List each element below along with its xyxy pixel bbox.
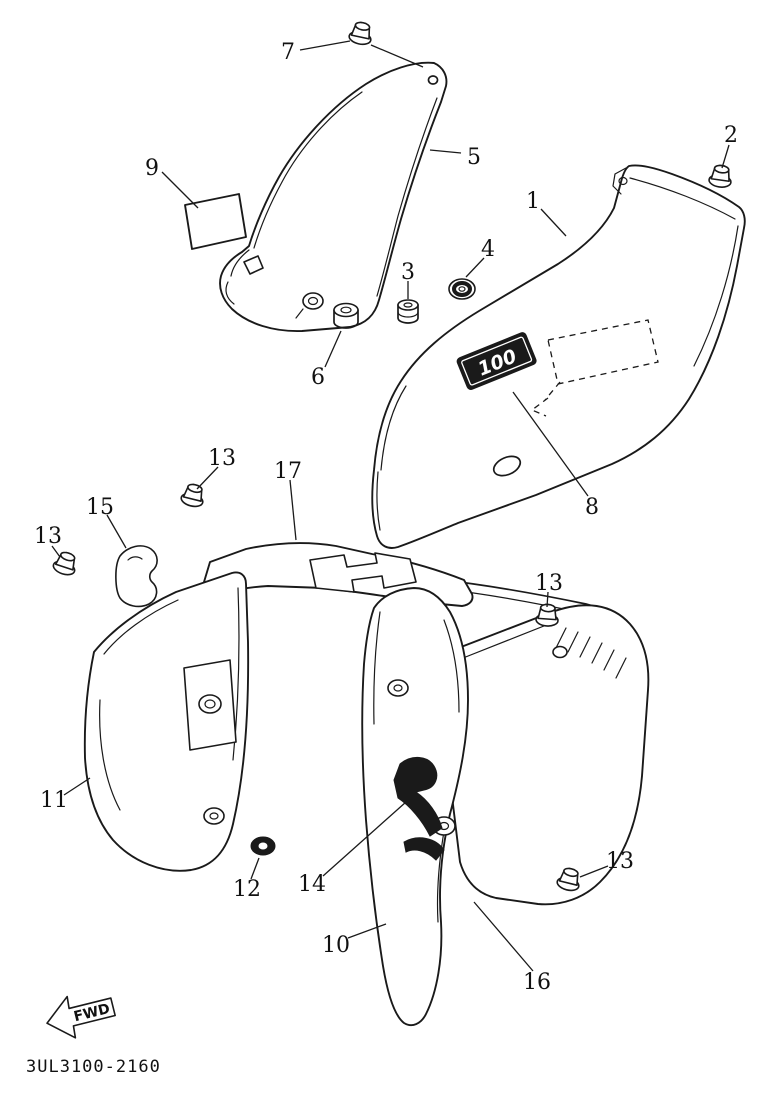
- shroud-vent-slats: [555, 627, 627, 679]
- bolt-13-top: [179, 481, 208, 510]
- callout-13-bottom: 13: [606, 849, 634, 874]
- emblem-100: 100: [456, 332, 537, 390]
- callout-14: 14: [298, 872, 326, 897]
- callout-3: 3: [401, 260, 415, 285]
- bolt-13-left: [50, 548, 81, 578]
- callout-11: 11: [40, 788, 68, 813]
- collar-3: [397, 299, 419, 324]
- part-left-shroud-11: [83, 571, 250, 872]
- callout-13-left: 13: [34, 524, 62, 549]
- panel5-mount-boss: [302, 292, 324, 310]
- diagram-code: 3UL3100-2160: [26, 1057, 161, 1077]
- callout-13-right: 13: [535, 571, 563, 596]
- callout-6: 6: [311, 365, 325, 390]
- callout-2: 2: [724, 123, 738, 148]
- panel5-bracket: [243, 255, 264, 275]
- panel5-tab-hole: [427, 75, 439, 85]
- bolt-7: [347, 19, 375, 47]
- callout-17: 17: [274, 459, 302, 484]
- callout-4: 4: [481, 237, 495, 262]
- callout-10: 10: [322, 933, 350, 958]
- callout-9: 9: [145, 156, 159, 181]
- part-inner-panel-5: [219, 61, 448, 332]
- callout-8: 8: [585, 495, 599, 520]
- callout-1: 1: [526, 189, 540, 214]
- callout-13-top: 13: [208, 446, 236, 471]
- callout-5: 5: [467, 145, 481, 170]
- part-center-shroud-10: [361, 587, 469, 1027]
- callout-7: 7: [281, 40, 295, 65]
- grommet-4: [448, 278, 476, 300]
- shroud10-upper-boss: [387, 679, 409, 697]
- bolt-2: [707, 163, 734, 190]
- top-cover-vent-cutout: [309, 552, 417, 593]
- callout-16: 16: [523, 970, 551, 995]
- panel1-tab-hole: [618, 176, 628, 186]
- grommet-12: [250, 836, 276, 856]
- fwd-arrow: FWD: [46, 995, 116, 1039]
- callout-12: 12: [233, 877, 261, 902]
- panel1-oval-hole: [492, 455, 522, 477]
- callout-15: 15: [86, 495, 114, 520]
- leader-lines: [51, 40, 730, 972]
- shroud11-lower-boss: [203, 807, 225, 825]
- part-damper-9: [184, 193, 247, 250]
- shroud-graphic-emblem: [393, 757, 445, 861]
- shroud16-screw-hole: [552, 645, 568, 659]
- part-bracket-15: [115, 545, 158, 608]
- part-side-cover-1: [371, 164, 746, 549]
- grommet-6: [333, 302, 359, 329]
- emblem-placement-outline: [547, 319, 659, 385]
